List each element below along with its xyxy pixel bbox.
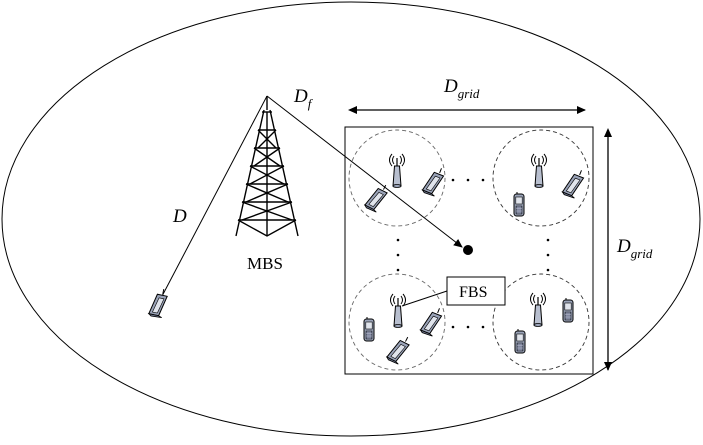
femtocell-grid-square xyxy=(344,126,594,375)
grid-center-point xyxy=(463,245,473,255)
label-dgrid-top: Dgrid xyxy=(443,76,480,101)
distance-line-d xyxy=(159,95,268,301)
phone-icon xyxy=(557,169,589,202)
phone-icon xyxy=(415,307,447,340)
femtocell-circle xyxy=(348,129,446,227)
phone-icon xyxy=(383,336,413,367)
antenna-icon xyxy=(529,292,547,328)
outdoor-phone-icon xyxy=(141,288,175,323)
fbs-label-box xyxy=(446,276,506,306)
label-mbs: MBS xyxy=(247,254,283,273)
ellipsis-dots xyxy=(396,178,550,329)
antenna-icon xyxy=(389,293,407,329)
phone-icon xyxy=(513,191,525,217)
femtocell-circle xyxy=(492,129,590,227)
femtocell-circle xyxy=(348,273,446,371)
fbs-pointer-line xyxy=(401,290,448,307)
phone-icon xyxy=(562,297,574,323)
label-fbs: FBS xyxy=(459,284,487,301)
antenna-icon xyxy=(388,153,406,189)
label-d: D xyxy=(172,206,187,227)
macrocell-boundary xyxy=(1,1,701,437)
femtocell-circle xyxy=(492,273,590,371)
distance-arrow-df xyxy=(266,95,463,248)
antenna-icon xyxy=(530,153,548,189)
label-dgrid-right: Dgrid xyxy=(616,236,653,261)
label-df: Df xyxy=(293,86,314,111)
phone-icon xyxy=(361,184,391,215)
phone-icon xyxy=(363,316,375,342)
phone-icon xyxy=(514,328,526,354)
tower-icon xyxy=(235,96,299,237)
phone-icon xyxy=(417,167,449,200)
